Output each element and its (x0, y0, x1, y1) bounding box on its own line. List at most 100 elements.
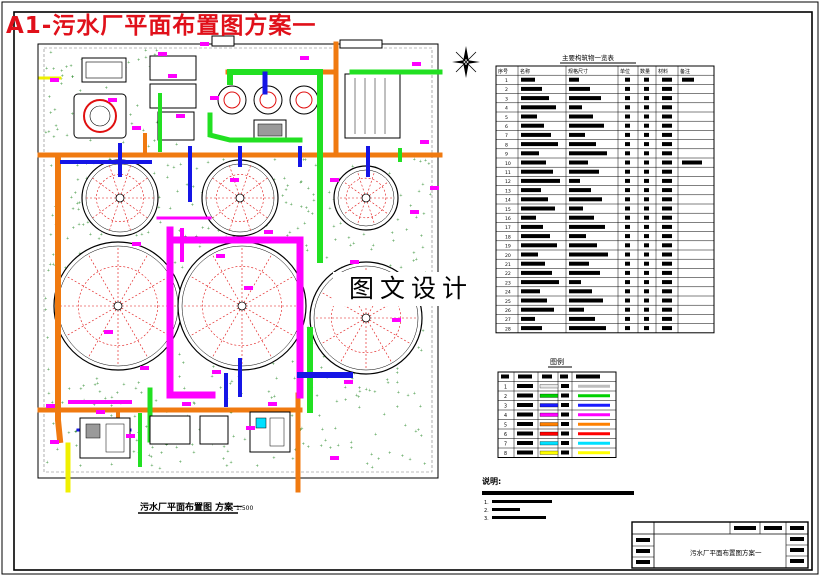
tree-mark: + (322, 354, 325, 359)
unit-tag (420, 140, 429, 144)
tree-mark: + (178, 374, 181, 379)
tree-mark: + (159, 220, 162, 225)
unit-tag (350, 260, 359, 264)
unit-tag (126, 434, 135, 438)
tree-mark: + (281, 193, 284, 198)
table-cell-no: 9 (505, 152, 508, 158)
tree-mark: + (52, 134, 55, 139)
tree-mark: + (294, 447, 297, 452)
table-cell-name (521, 289, 540, 294)
table-cell-qty (644, 188, 649, 193)
clarifier-spoke (189, 275, 243, 307)
table-cell-qty (644, 142, 649, 147)
legend-no: 7 (504, 442, 507, 448)
tree-mark: + (142, 128, 145, 133)
tree-mark: + (217, 228, 220, 233)
legend-color-swatch (539, 431, 559, 436)
tree-mark: + (158, 466, 161, 471)
table-cell-name (521, 178, 560, 183)
table-cell-material (662, 252, 672, 257)
table-cell-unit (625, 188, 630, 193)
tree-mark: + (60, 68, 63, 73)
legend-header-cell (501, 374, 509, 379)
table-cell-material (662, 160, 672, 165)
table-cell-no: 5 (505, 115, 508, 121)
clarifier-ring (345, 177, 387, 219)
secondary-clarifiers (53, 241, 423, 375)
tree-mark: + (334, 237, 337, 242)
tree-mark: + (89, 138, 92, 143)
table-cell-spec (569, 215, 594, 220)
table-cell-spec (569, 160, 588, 165)
table-cell-name (521, 280, 559, 285)
tree-mark: + (270, 395, 273, 400)
clarifier-spoke (343, 181, 367, 199)
table-cell-qty (644, 206, 649, 211)
table-cell-unit (625, 243, 630, 248)
tree-mark: + (74, 190, 77, 195)
tree-mark: + (325, 255, 328, 260)
unit-tag (108, 98, 117, 102)
table-cell-name (521, 243, 557, 248)
tree-mark: + (132, 449, 135, 454)
unit-tag (246, 426, 255, 430)
tree-mark: + (374, 432, 377, 437)
unit-tag (412, 62, 421, 66)
tree-mark: + (207, 226, 210, 231)
table-cell-spec (569, 178, 580, 183)
table-cell-name (521, 96, 549, 101)
tree-mark: + (98, 389, 101, 394)
tree-mark: + (89, 232, 92, 237)
drawing-frame (13, 11, 813, 571)
unit-tag (46, 404, 55, 408)
tree-mark: + (272, 455, 275, 460)
table-cell-qty (644, 280, 649, 285)
table-cell-unit (625, 234, 630, 239)
table-cell-no: 3 (505, 96, 508, 102)
table-cell-name (521, 224, 543, 229)
tree-mark: + (52, 252, 55, 257)
table-cell-unit (625, 224, 630, 229)
tree-mark: + (52, 66, 55, 71)
table-cell-unit (625, 151, 630, 156)
tree-mark: + (300, 204, 303, 209)
tree-mark: + (147, 229, 150, 234)
tree-mark: + (300, 179, 303, 184)
bottom-buildings (79, 411, 291, 459)
tree-mark: + (415, 215, 418, 220)
tree-mark: + (178, 228, 181, 233)
clarifier-spoke (357, 171, 367, 199)
tree-mark: + (116, 390, 119, 395)
clarifier-center (361, 193, 371, 203)
tree-mark: + (151, 444, 154, 449)
tree-mark: + (148, 453, 151, 458)
table-cell-name (521, 206, 555, 211)
equipment-table-title: 主要构筑物一览表 (562, 53, 615, 62)
legend-no: 8 (504, 451, 507, 457)
tree-mark: + (192, 449, 195, 454)
tree-mark: + (192, 400, 195, 405)
table-cell-qty (644, 243, 649, 248)
table-cell-spec (569, 224, 605, 229)
tree-mark: + (396, 404, 399, 409)
table-cell-name (521, 105, 556, 110)
unit-tag (410, 210, 419, 214)
tree-mark: + (337, 443, 340, 448)
unit-tag (194, 238, 203, 242)
table-cell-name (521, 114, 537, 119)
tree-mark: + (324, 438, 327, 443)
table-cell-spec (569, 307, 584, 312)
legend-color-swatch (539, 441, 559, 446)
tree-mark: + (299, 180, 302, 185)
legend-name (517, 393, 533, 398)
table-cell-material (662, 316, 672, 321)
table-cell-material (662, 96, 672, 101)
table-header-cell: 序号 (498, 68, 508, 75)
tree-mark: + (404, 423, 407, 428)
tree-mark: + (420, 233, 423, 238)
clarifier-center (113, 301, 123, 311)
table-cell-unit (625, 132, 630, 137)
table-cell-spec (569, 142, 596, 147)
tree-mark: + (302, 441, 305, 446)
